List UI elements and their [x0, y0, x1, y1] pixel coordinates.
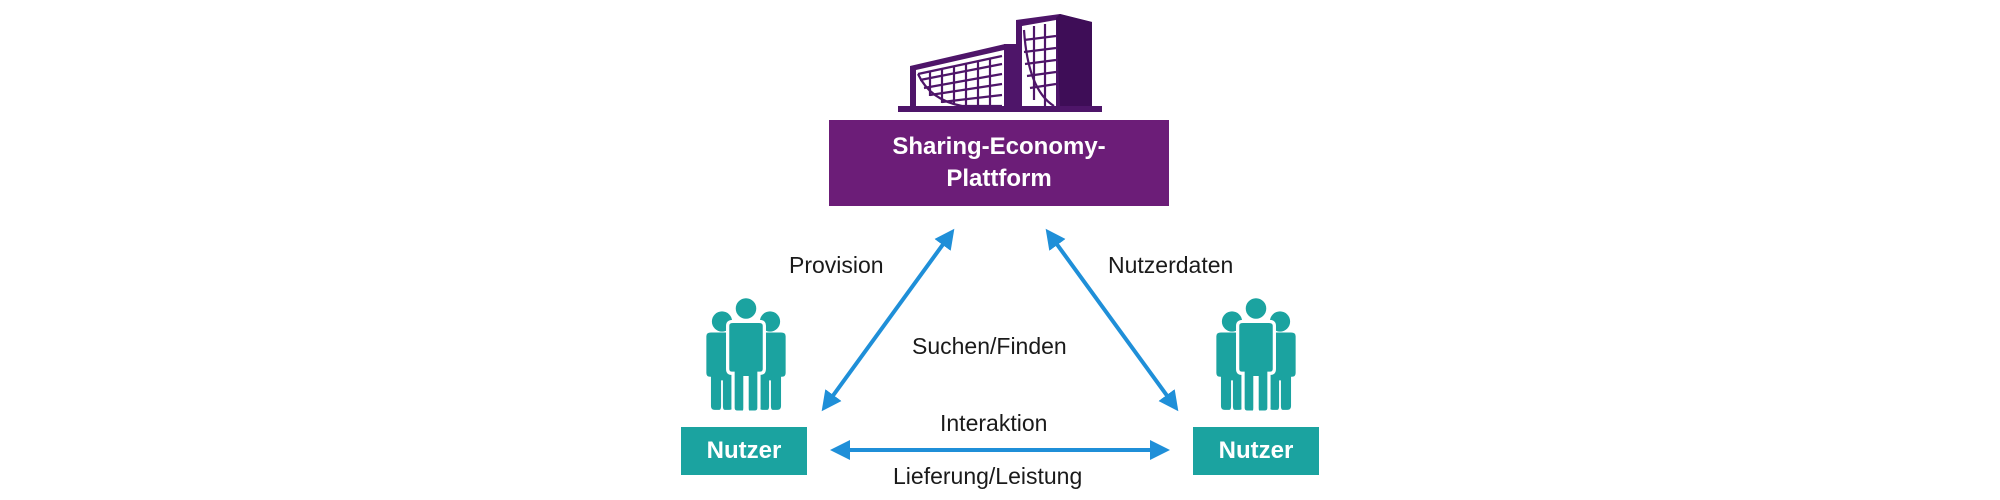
platform-box: Sharing-Economy-Plattform [829, 120, 1169, 206]
label-lieferung-leistung: Lieferung/Leistung [893, 463, 1083, 489]
platform-label: Sharing-Economy-Plattform [892, 133, 1106, 192]
label-provision: Provision [789, 252, 884, 278]
label-interaktion: Interaktion [940, 410, 1048, 436]
user-label-left: Nutzer [706, 437, 782, 464]
user-box-right: Nutzer [1193, 427, 1319, 475]
label-suchen-finden: Suchen/Finden [912, 333, 1067, 359]
user-label-right: Nutzer [1218, 437, 1294, 464]
label-nutzerdaten: Nutzerdaten [1108, 252, 1234, 278]
user-box-left: Nutzer [681, 427, 807, 475]
